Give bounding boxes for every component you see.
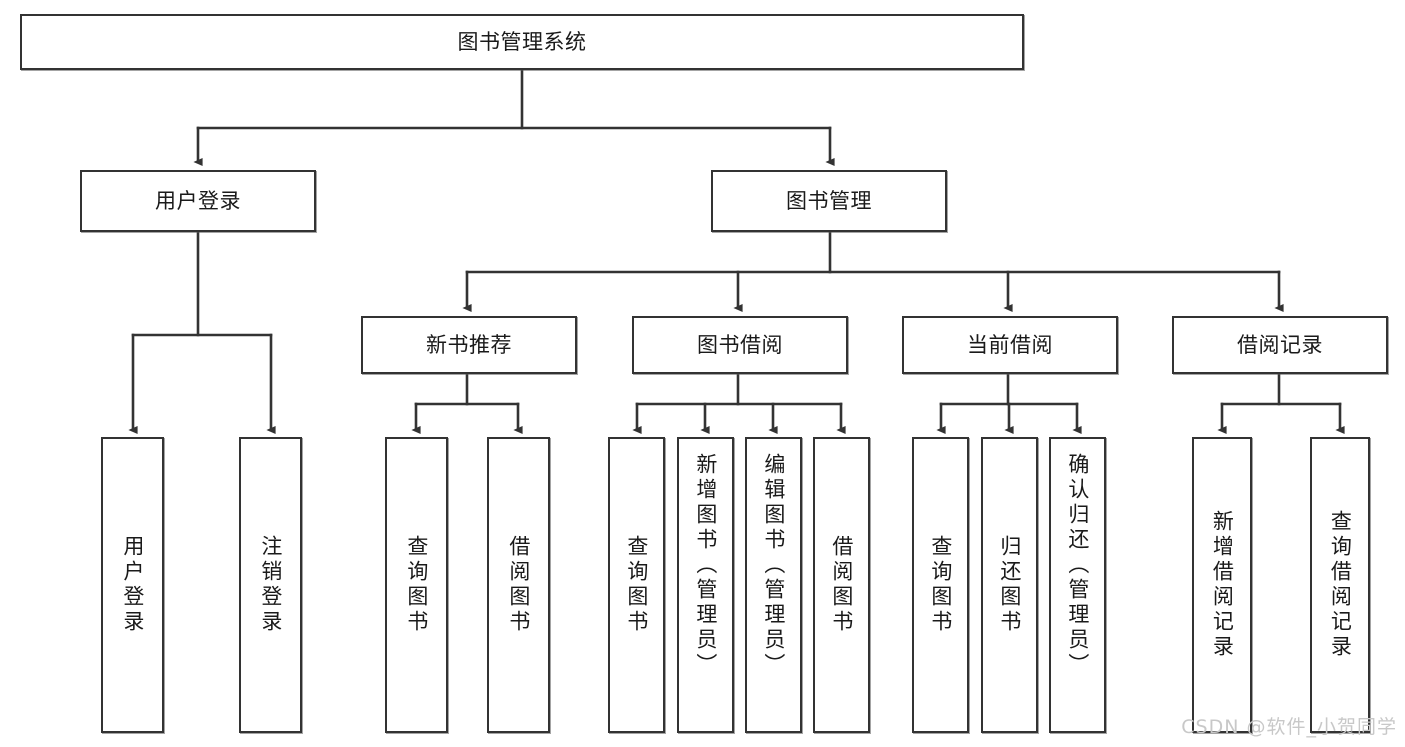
node-leaf-query-book-current[interactable]: 查询图书 [912, 437, 969, 733]
node-leaf-add-book-admin[interactable]: 新增图书（管理员） [677, 437, 734, 733]
watermark-text: CSDN @软件_小贺同学 [1181, 716, 1397, 738]
node-leaf-query-book-newbook[interactable]: 查询图书 [385, 437, 448, 733]
node-leaf-query-book-current-label: 查询图书 [928, 535, 953, 635]
node-leaf-logout[interactable]: 注销登录 [239, 437, 302, 733]
node-leaf-user-login-label: 用户登录 [120, 535, 145, 635]
node-leaf-query-book-borrow[interactable]: 查询图书 [608, 437, 665, 733]
node-leaf-return-book[interactable]: 归还图书 [981, 437, 1038, 733]
node-user-login[interactable]: 用户登录 [80, 170, 316, 232]
node-leaf-edit-book-admin-label: 编辑图书（管理员） [761, 453, 786, 678]
node-leaf-confirm-return-admin-label: 确认归还（管理员） [1065, 453, 1090, 678]
node-leaf-add-book-admin-label: 新增图书（管理员） [693, 453, 718, 678]
node-book-management[interactable]: 图书管理 [711, 170, 947, 232]
node-book-borrow[interactable]: 图书借阅 [632, 316, 848, 374]
node-leaf-query-borrow-record[interactable]: 查询借阅记录 [1310, 437, 1370, 733]
node-leaf-edit-book-admin[interactable]: 编辑图书（管理员） [745, 437, 802, 733]
node-leaf-query-book-borrow-label: 查询图书 [624, 535, 649, 635]
node-leaf-add-borrow-record[interactable]: 新增借阅记录 [1192, 437, 1252, 733]
node-leaf-query-book-newbook-label: 查询图书 [404, 535, 429, 635]
node-leaf-query-borrow-record-label: 查询借阅记录 [1328, 510, 1353, 660]
node-leaf-confirm-return-admin[interactable]: 确认归还（管理员） [1049, 437, 1106, 733]
node-current-borrow-label: 当前借阅 [967, 332, 1053, 357]
node-borrow-record-label: 借阅记录 [1237, 332, 1323, 357]
node-current-borrow[interactable]: 当前借阅 [902, 316, 1118, 374]
node-leaf-user-login[interactable]: 用户登录 [101, 437, 164, 733]
node-leaf-borrow-book-newbook-label: 借阅图书 [506, 535, 531, 635]
node-book-borrow-label: 图书借阅 [697, 332, 783, 357]
node-leaf-return-book-label: 归还图书 [997, 535, 1022, 635]
node-new-book-recommend[interactable]: 新书推荐 [361, 316, 577, 374]
node-user-login-label: 用户登录 [155, 188, 241, 213]
node-new-book-recommend-label: 新书推荐 [426, 332, 512, 357]
node-leaf-borrow-book-borrow-label: 借阅图书 [829, 535, 854, 635]
node-root-label: 图书管理系统 [457, 29, 587, 54]
node-root[interactable]: 图书管理系统 [20, 14, 1024, 70]
node-borrow-record[interactable]: 借阅记录 [1172, 316, 1388, 374]
node-book-management-label: 图书管理 [786, 188, 872, 213]
node-leaf-borrow-book-borrow[interactable]: 借阅图书 [813, 437, 870, 733]
node-leaf-logout-label: 注销登录 [258, 535, 283, 635]
node-leaf-borrow-book-newbook[interactable]: 借阅图书 [487, 437, 550, 733]
node-leaf-add-borrow-record-label: 新增借阅记录 [1210, 510, 1235, 660]
